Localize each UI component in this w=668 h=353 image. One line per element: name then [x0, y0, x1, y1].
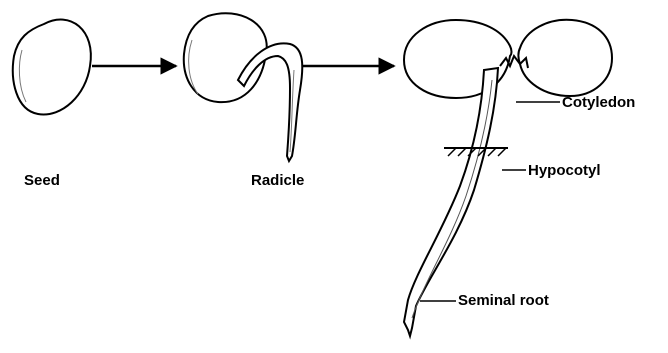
right-cotyledon-shape: [519, 20, 613, 96]
seed-stage: [13, 20, 91, 115]
radicle-stage: [184, 13, 303, 161]
cotyledon-label: Cotyledon: [562, 95, 635, 110]
seed-label: Seed: [24, 173, 60, 188]
seed-shape: [13, 20, 91, 115]
seminal-root-label: Seminal root: [458, 293, 549, 308]
radicle-label: Radicle: [251, 173, 304, 188]
hypocotyl-label: Hypocotyl: [528, 163, 601, 178]
